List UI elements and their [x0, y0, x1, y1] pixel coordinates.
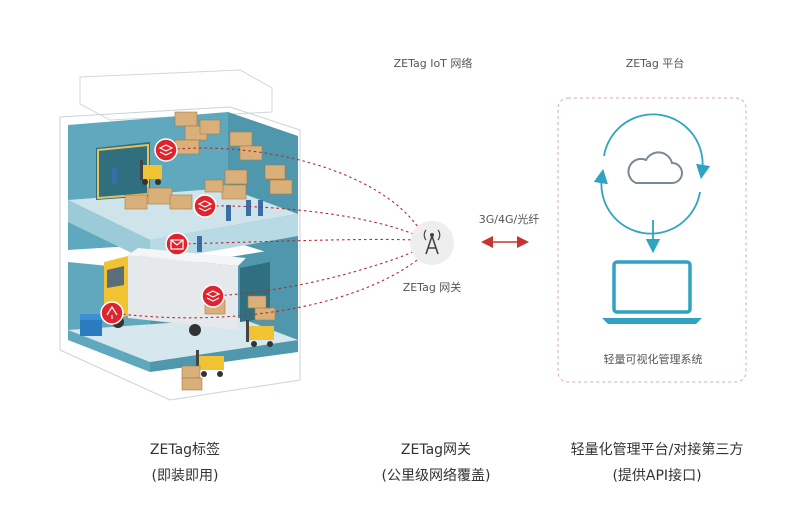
- building-illustration: [59, 69, 301, 401]
- gateway-caption: ZETag网关 (公里级网络覆盖): [356, 437, 516, 489]
- system-label: 轻量可视化管理系统: [603, 353, 703, 366]
- tag-icon: [154, 138, 178, 162]
- signal-lines: [111, 147, 423, 319]
- tag-icon: [100, 301, 124, 325]
- platform-caption-subtitle: (提供API接口): [612, 468, 702, 484]
- laptop-icon: [602, 260, 702, 324]
- sync-arrows-icon: [593, 113, 711, 235]
- tag-caption: ZETag标签 (即装即用): [100, 437, 270, 489]
- platform-caption: 轻量化管理平台/对接第三方 (提供API接口): [552, 437, 762, 489]
- tag-caption-title: ZETag标签: [149, 442, 221, 458]
- tag-icon: [201, 284, 225, 308]
- platform-title: ZETag 平台: [625, 57, 685, 70]
- platform-caption-title: 轻量化管理平台/对接第三方: [570, 442, 744, 458]
- platform-box: [557, 97, 747, 383]
- gateway-caption-subtitle: (公里级网络覆盖): [381, 468, 491, 484]
- tag-caption-subtitle: (即装即用): [151, 468, 219, 484]
- gateway-antenna-icon: [410, 221, 454, 265]
- cloud-icon: [627, 151, 683, 184]
- tag-icon: [165, 232, 189, 256]
- link-label: 3G/4G/光纤: [478, 213, 540, 226]
- gateway-label: ZETag 网关: [402, 281, 462, 294]
- tag-icon: [193, 194, 217, 218]
- network-title: ZETag IoT 网络: [393, 57, 473, 70]
- gateway-caption-title: ZETag网关: [400, 442, 472, 458]
